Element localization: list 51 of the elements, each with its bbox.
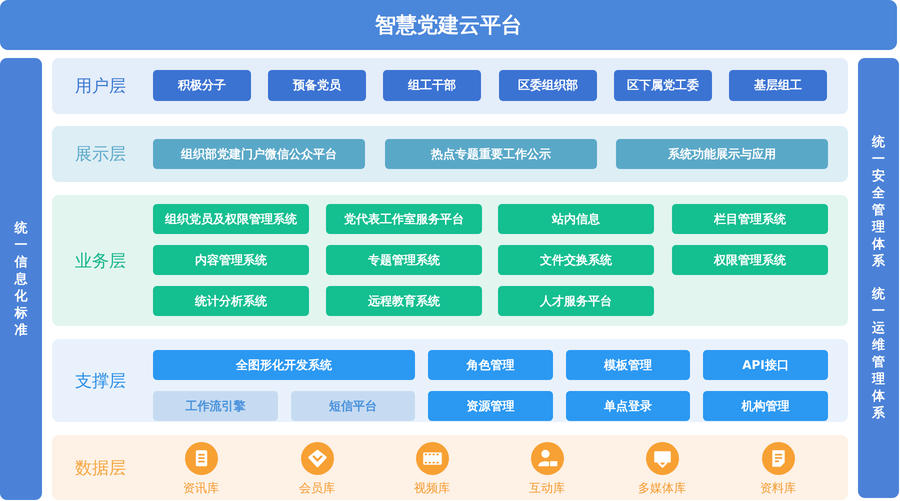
layer-title: 支撑层 [75, 370, 126, 392]
system-box: 专题管理系统 [326, 245, 482, 275]
service-box: API接口 [703, 350, 828, 380]
library-label: 多媒体库 [637, 480, 687, 497]
layer-title: 用户层 [75, 76, 126, 98]
layer-title: 数据层 [75, 457, 126, 479]
service-box: 工作流引擎 [153, 391, 278, 421]
system-box: 人才服务平台 [498, 286, 654, 316]
system-box: 内容管理系统 [153, 245, 309, 275]
role-box: 预备党员 [268, 70, 366, 101]
library-label: 互动库 [528, 480, 566, 497]
system-box: 栏目管理系统 [672, 204, 828, 234]
title-banner: 智慧党建云平台 [0, 0, 897, 50]
role-box: 组工干部 [383, 70, 481, 101]
role-box: 基层组工 [729, 70, 827, 101]
portal-box: 组织部党建门户微信公众平台 [153, 139, 365, 169]
layer-panel [52, 339, 848, 422]
system-box: 统计分析系统 [153, 286, 309, 316]
system-box: 党代表工作室服务平台 [326, 204, 482, 234]
system-box: 站内信息 [498, 204, 654, 234]
layer-title: 展示层 [75, 144, 126, 166]
layer-panel [52, 435, 848, 500]
side-bar [0, 58, 42, 500]
role-box: 区下属党工委 [614, 70, 712, 101]
library-label: 资讯库 [182, 480, 220, 497]
role-box: 积极分子 [153, 70, 251, 101]
portal-box: 热点专题重要工作公示 [385, 139, 597, 169]
system-box: 权限管理系统 [672, 245, 828, 275]
layer-panel [52, 58, 848, 114]
library-label: 视频库 [413, 480, 451, 497]
system-box: 文件交换系统 [498, 245, 654, 275]
library-label: 资料库 [759, 480, 797, 497]
layer-panel [52, 126, 848, 182]
side-bar [858, 58, 899, 498]
service-box: 角色管理 [428, 350, 553, 380]
role-box: 区委组织部 [499, 70, 597, 101]
side-bar-text: 统一运维管理体系 [872, 286, 886, 422]
layer-title: 业务层 [75, 250, 126, 272]
portal-box: 系统功能展示与应用 [616, 139, 828, 169]
service-box: 资源管理 [428, 391, 553, 421]
service-box: 机构管理 [703, 391, 828, 421]
side-bar-text: 统一信息化标准 [14, 220, 28, 338]
layer-panel [52, 195, 848, 326]
service-box: 全图形化开发系统 [153, 350, 415, 380]
service-box: 模板管理 [566, 350, 690, 380]
service-box: 短信平台 [291, 391, 415, 421]
system-box: 组织党员及权限管理系统 [153, 204, 309, 234]
side-bar-text: 统一安全管理体系 [872, 134, 886, 270]
library-label: 会员库 [298, 480, 336, 497]
service-box: 单点登录 [566, 391, 690, 421]
system-box: 远程教育系统 [326, 286, 482, 316]
